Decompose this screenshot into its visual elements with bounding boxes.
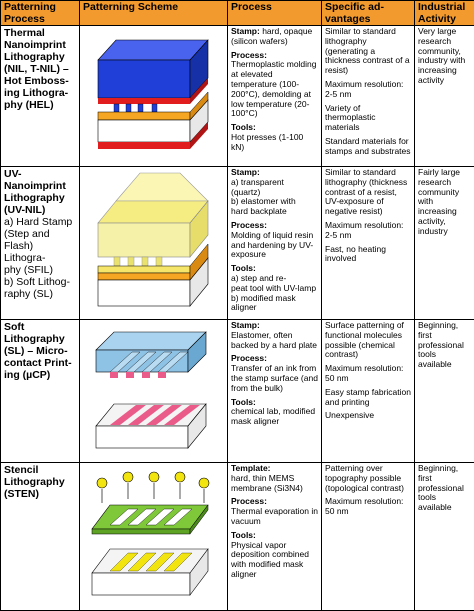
stencil-diagram xyxy=(80,463,228,610)
scheme-stencil-lithography xyxy=(80,463,228,611)
table-row-microcontact-printing: Soft Lithography (SL) – Micro- contact P… xyxy=(1,320,474,463)
table-row-thermal-nil: Thermal Nanoimprint Lithography (NIL, T-… xyxy=(1,26,474,167)
header-process: Process xyxy=(228,1,322,26)
industrial-cell: Beginning, first professional tools avai… xyxy=(415,320,474,463)
header-industrial-activity: Industrial Activity xyxy=(415,1,474,26)
ucp-diagram xyxy=(80,320,228,462)
process-name-cell: Soft Lithography (SL) – Micro- contact P… xyxy=(1,320,80,463)
process-name-cell: Thermal Nanoimprint Lithography (NIL, T-… xyxy=(1,26,80,167)
header-row: Patterning Process Patterning Scheme Pro… xyxy=(1,1,474,26)
industrial-cell: Very large research community, industry … xyxy=(415,26,474,167)
process-desc-cell: Template:hard, thin MEMS membrane (Si3N4… xyxy=(228,463,322,611)
header-specific-advantages: Specific ad-vantages xyxy=(322,1,415,26)
thermal-nil-diagram xyxy=(80,26,228,166)
header-patterning-process: Patterning Process xyxy=(1,1,80,26)
process-name: Thermal Nanoimprint Lithography (NIL, T-… xyxy=(4,27,76,111)
process-name-cell: Stencil Lithography (STEN) xyxy=(1,463,80,611)
advantages-cell: Similar to standard lithography (generat… xyxy=(322,26,415,167)
process-desc-cell: Stamp: a) transparent (quartz) b) elasto… xyxy=(228,167,322,320)
table-row-stencil-lithography: Stencil Lithography (STEN) xyxy=(1,463,474,611)
uv-nil-diagram xyxy=(80,167,228,319)
header-patterning-scheme: Patterning Scheme xyxy=(80,1,228,26)
industrial-cell: Fairly large research community with inc… xyxy=(415,167,474,320)
process-name-cell: UV- Nanoimprint Lithography (UV-NIL) a) … xyxy=(1,167,80,320)
industrial-cell: Beginning, first professional tools avai… xyxy=(415,463,474,611)
scheme-microcontact-printing xyxy=(80,320,228,463)
process-desc-cell: Stamp:Elastomer, often backed by a hard … xyxy=(228,320,322,463)
scheme-thermal-nil xyxy=(80,26,228,167)
scheme-uv-nil xyxy=(80,167,228,320)
advantages-cell: Patterning over topography possible (top… xyxy=(322,463,415,611)
advantages-cell: Similar to standard lithography (thickne… xyxy=(322,167,415,320)
table-row-uv-nil: UV- Nanoimprint Lithography (UV-NIL) a) … xyxy=(1,167,474,320)
process-desc-cell: Stamp: hard, opaque (silicon wafers) Pro… xyxy=(228,26,322,167)
advantages-cell: Surface patterning of functional molecul… xyxy=(322,320,415,463)
